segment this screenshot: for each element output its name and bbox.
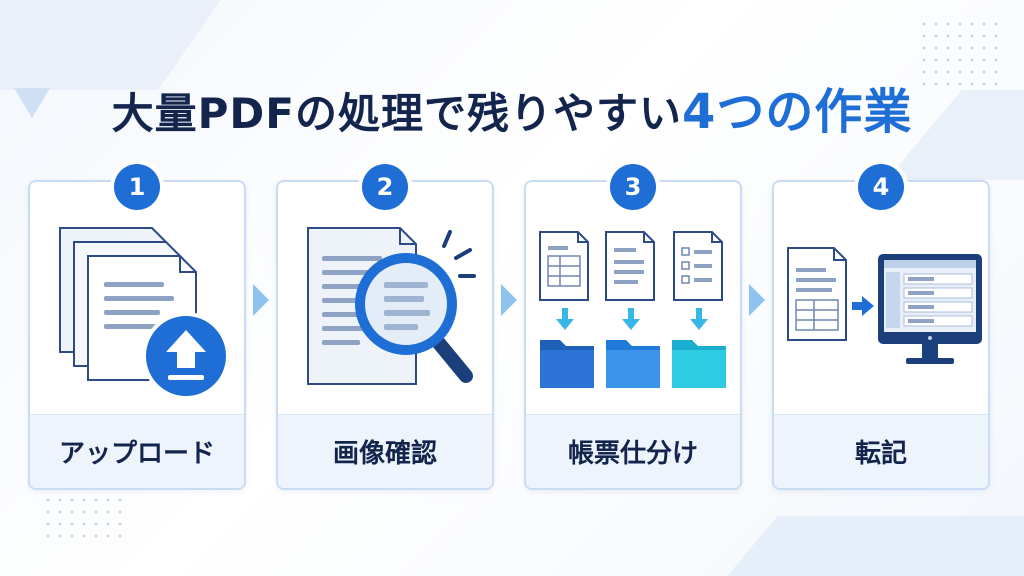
- title-accent: 4つの作業: [681, 84, 913, 140]
- step-card-4: 転記: [772, 180, 990, 490]
- step-card-2: 画像確認: [276, 180, 494, 490]
- step-number-3: 3: [610, 164, 656, 210]
- step-card-1: アップロード: [28, 180, 246, 490]
- step-number-1: 1: [114, 164, 160, 210]
- decor-dots-bottom-left: [42, 482, 126, 542]
- flow-arrow-2: [501, 284, 517, 316]
- upload-documents-icon: [59, 227, 230, 400]
- document-to-monitor-icon: [787, 247, 982, 364]
- step-label-3: 帳票仕分け: [526, 414, 740, 488]
- flow-arrow-3: [749, 284, 765, 316]
- step-label-4: 転記: [774, 414, 988, 488]
- step-label-2: 画像確認: [278, 414, 492, 488]
- step-card-3: 帳票仕分け: [524, 180, 742, 490]
- magnifier-document-icon: [307, 227, 476, 385]
- background-stripe-bottom-right: [710, 516, 1024, 576]
- flow-arrow-1: [253, 284, 269, 316]
- page-title: 大量PDFの処理で残りやすい4つの作業: [0, 72, 1024, 142]
- step-number-2: 2: [362, 164, 408, 210]
- step-number-4: 4: [858, 164, 904, 210]
- title-main: 大量PDFの処理で残りやすい: [111, 89, 682, 138]
- step-label-1: アップロード: [30, 414, 244, 488]
- sort-to-folders-icon: [539, 231, 726, 388]
